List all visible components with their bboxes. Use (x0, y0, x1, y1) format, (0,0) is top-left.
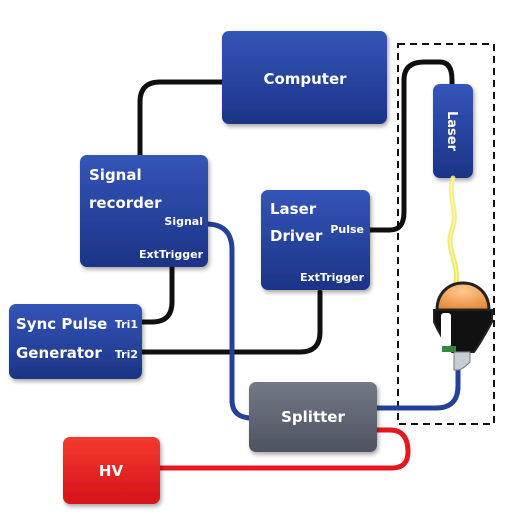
signal-recorder-label-line1: Signal (89, 166, 142, 184)
laser-driver-block[interactable]: Laser Driver Pulse ExtTrigger (261, 190, 370, 290)
cable-splitter-to-detector (373, 365, 461, 411)
port-tri1-label: Tri1 (115, 318, 138, 331)
port-signal-label: Signal (164, 215, 203, 228)
computer-label: Computer (263, 70, 347, 88)
hv-label: HV (99, 462, 124, 480)
computer-block[interactable]: Computer (222, 31, 387, 124)
detector-icon (433, 281, 493, 371)
laser-driver-label-line2: Driver (270, 227, 323, 245)
sync-pulse-label-line2: Generator (16, 344, 102, 362)
laser-beam-highlight (449, 177, 458, 283)
cable-tri2-to-laser-driver (137, 289, 323, 355)
laser-driver-label-line1: Laser (270, 200, 317, 218)
dashed-enclosure (397, 43, 495, 425)
port-ext-trigger-label: ExtTrigger (300, 271, 365, 284)
laser-block[interactable]: Laser (433, 84, 473, 178)
signal-recorder-label-line2: recorder (89, 194, 162, 212)
hv-block[interactable]: HV (63, 437, 160, 504)
cable-hv-to-splitter (157, 427, 411, 471)
port-tri2-label: Tri2 (115, 348, 138, 361)
cable-signal-to-splitter (203, 221, 255, 421)
cable-computer-to-signal-recorder (137, 79, 231, 163)
cable-laser-driver-to-laser (365, 59, 455, 233)
port-pulse-label: Pulse (330, 223, 364, 236)
cable-signal-recorder-to-tri1 (137, 259, 175, 325)
port-ext-trigger-label: ExtTrigger (139, 248, 204, 261)
sync-pulse-generator-block[interactable]: Sync Pulse Generator Tri1 Tri2 (9, 304, 142, 379)
sync-pulse-label-line1: Sync Pulse (16, 315, 107, 333)
splitter-block[interactable]: Splitter (249, 382, 377, 452)
splitter-label: Splitter (281, 408, 345, 426)
signal-recorder-block[interactable]: Signal recorder Signal ExtTrigger (80, 155, 208, 267)
laser-label: Laser (444, 111, 459, 152)
